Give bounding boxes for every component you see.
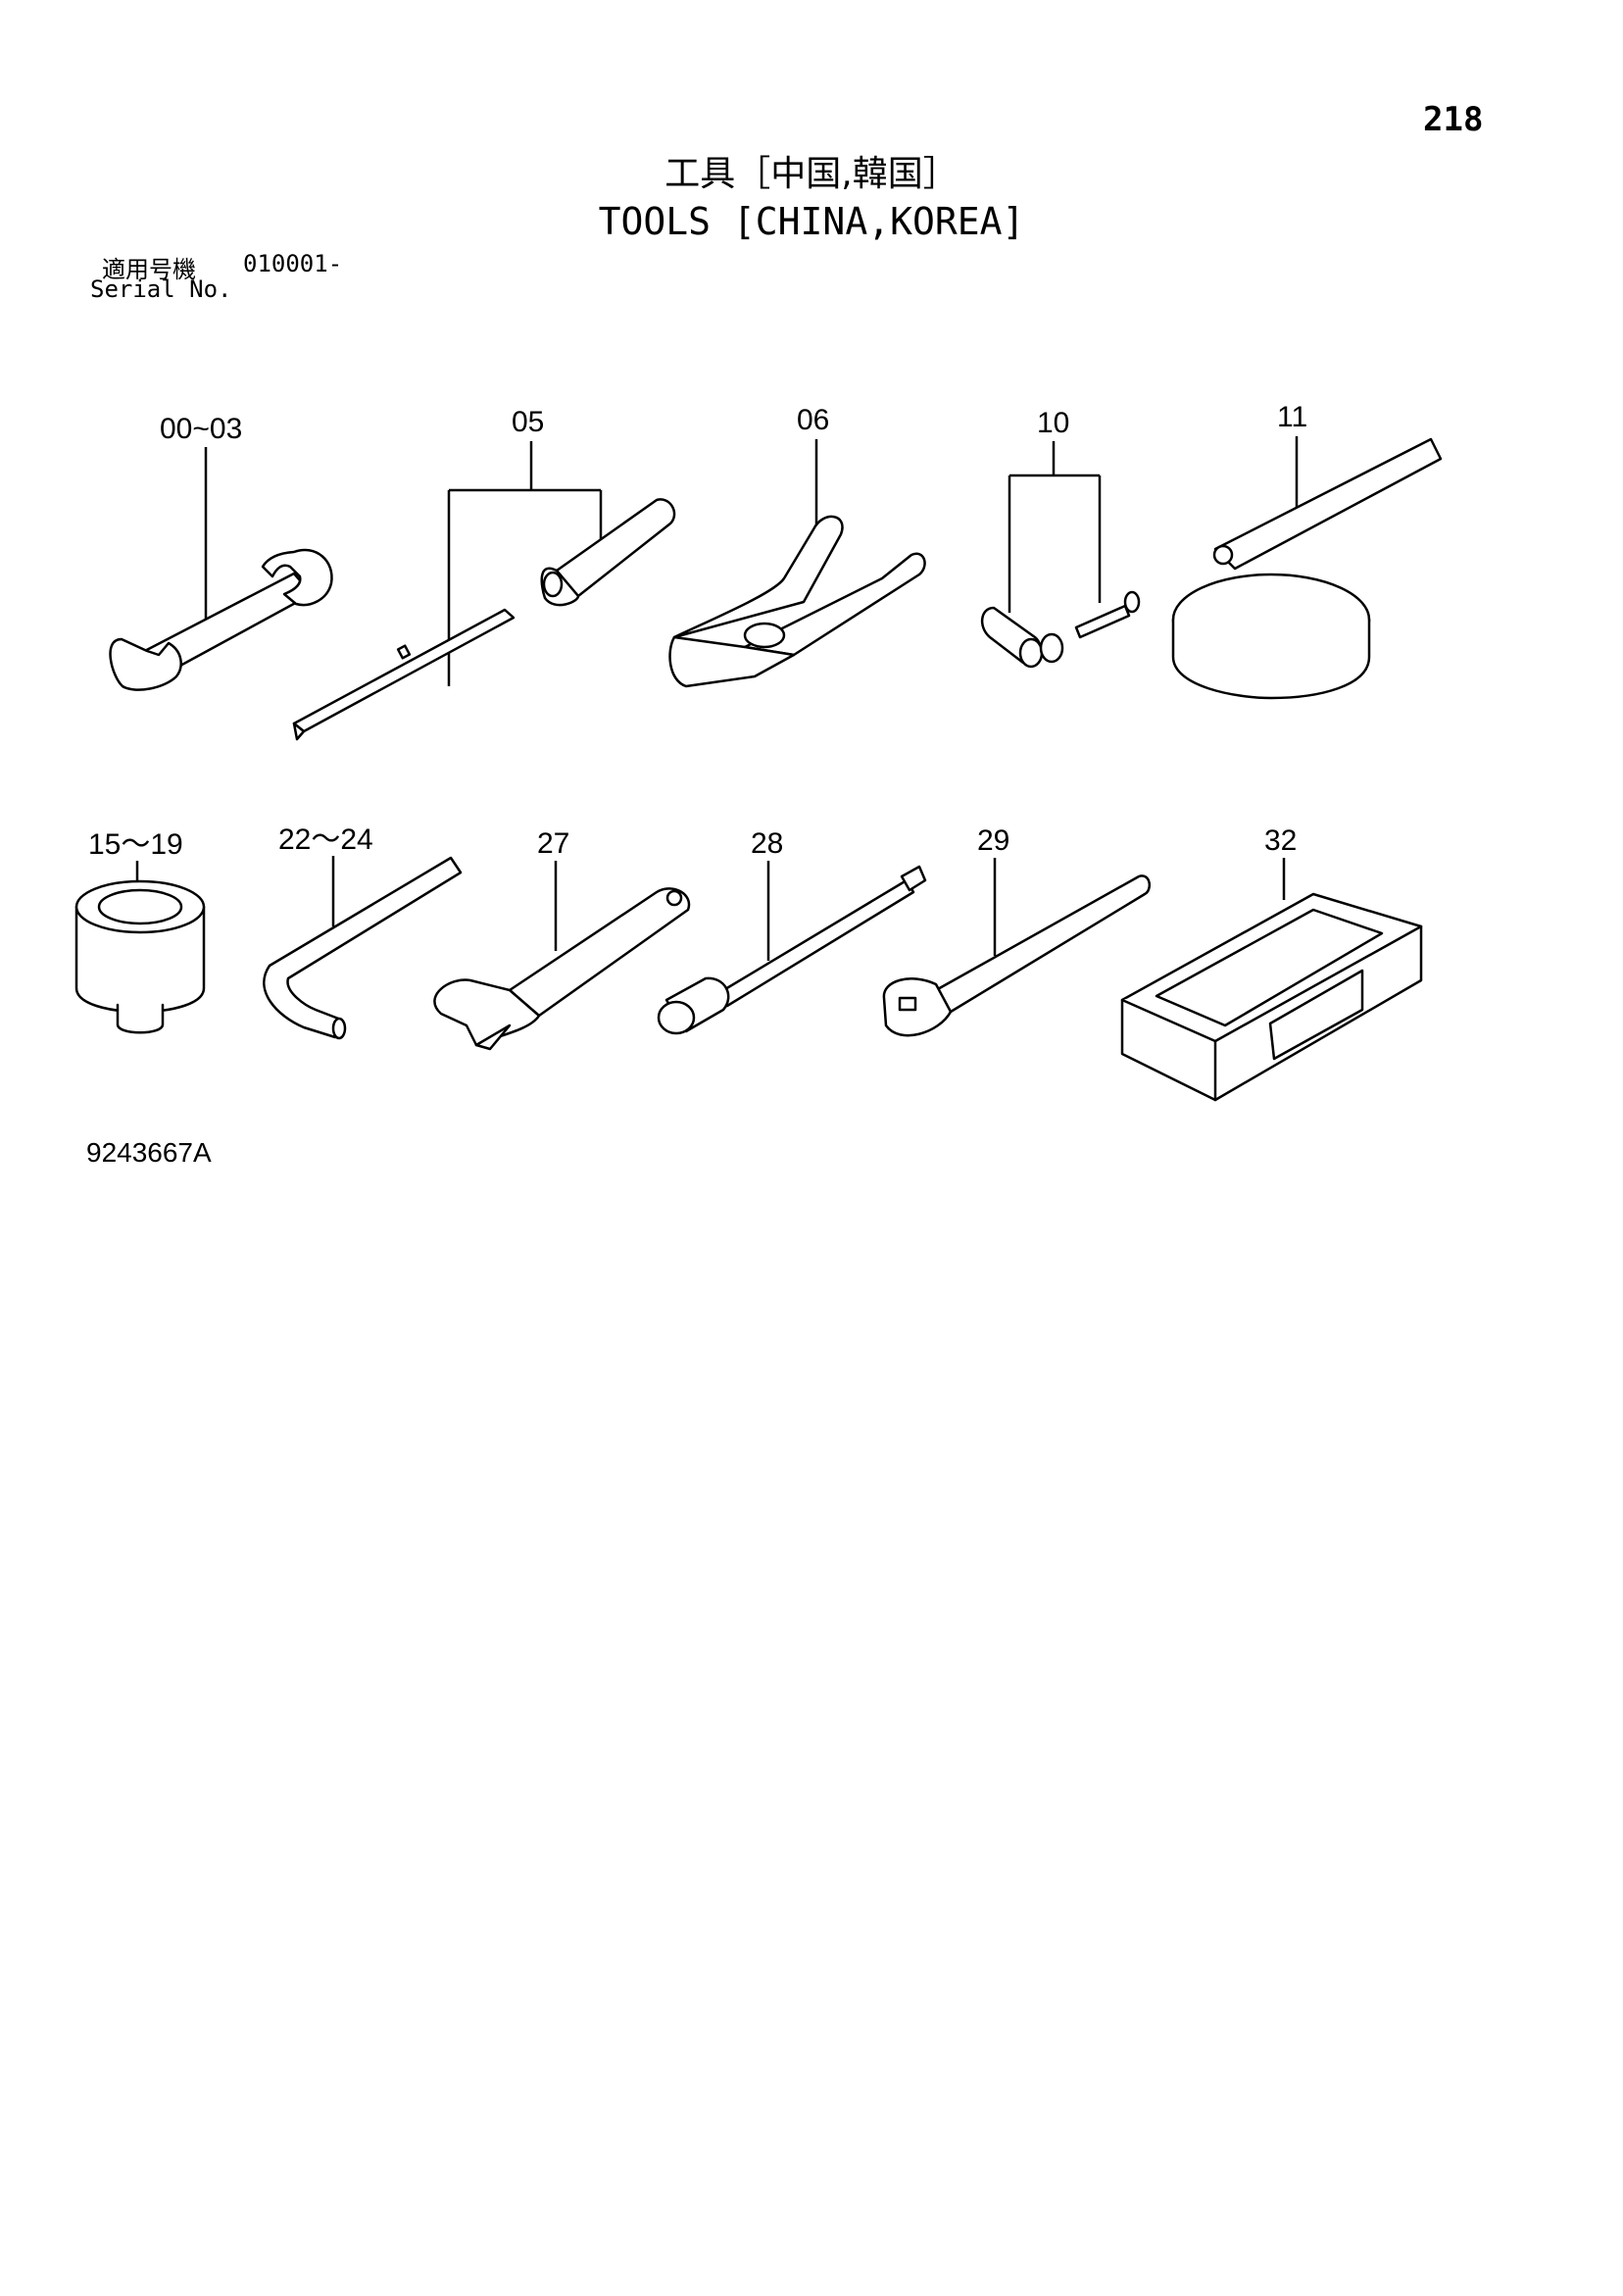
- drawing-code: 9243667A: [86, 1137, 212, 1168]
- ratchet-icon: [882, 874, 1152, 1037]
- callout-label: 00~03: [160, 413, 242, 445]
- shackle-icon: [981, 590, 1141, 669]
- serial-label-japanese: 適用号機: [102, 256, 196, 283]
- screwdriver-icon: [292, 498, 676, 741]
- callout-label: 11: [1277, 401, 1307, 433]
- callout-label: 32: [1264, 824, 1297, 857]
- extension-bar-icon: [657, 865, 927, 1035]
- callout-label: 06: [797, 404, 829, 436]
- callout-label: 10: [1037, 407, 1069, 439]
- leader-lines: [135, 436, 1299, 961]
- callout-label: 15～19: [88, 828, 183, 861]
- tool-box-icon: [1120, 892, 1423, 1102]
- socket-icon: [74, 879, 206, 1034]
- spanner-icon: [109, 548, 333, 691]
- callout-label: 05: [512, 406, 544, 438]
- callout-label: 29: [977, 824, 1009, 857]
- title-english: TOOLS [CHINA,KOREA]: [598, 200, 1025, 243]
- serial-label-english: Serial No.: [90, 275, 232, 303]
- callout-label: 22～24: [278, 824, 373, 856]
- page-number: 218: [1423, 100, 1484, 139]
- hex-key-icon: [263, 856, 463, 1040]
- adjustable-wrench-icon: [433, 887, 691, 1051]
- title-japanese: 工具［中国,韓国］: [664, 154, 959, 194]
- filter-wrench-icon: [1171, 437, 1443, 700]
- callout-label: 27: [537, 827, 569, 860]
- callout-label: 28: [751, 827, 783, 860]
- serial-range: 010001-: [243, 250, 343, 277]
- pliers-icon: [668, 515, 926, 688]
